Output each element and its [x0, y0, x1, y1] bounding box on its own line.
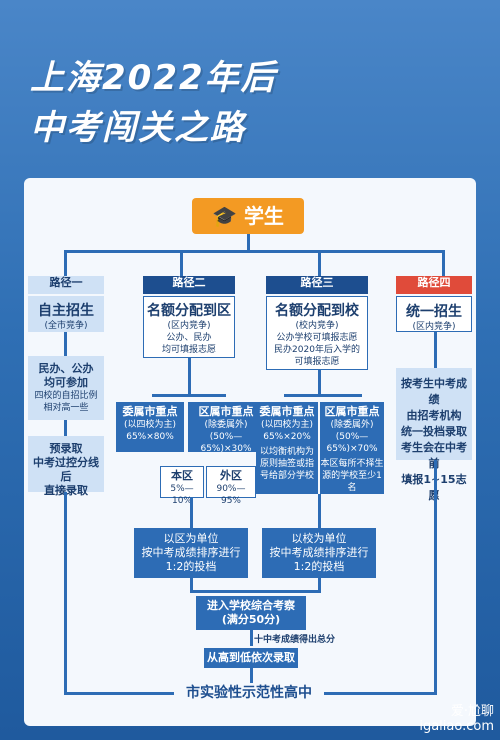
ranked-admission: 从高到低依次录取 [204, 648, 298, 668]
connector [64, 332, 67, 356]
path2-note: 公办、民办 均可填报志愿 [161, 333, 216, 355]
connector [434, 332, 437, 368]
path3-block: 名额分配到校 (校内竞争) 公办学校可填报志愿 民办2020年后入学的 可填报志… [266, 296, 368, 370]
connector [250, 630, 253, 646]
connector [188, 358, 191, 396]
path3-municipal-key: 委属市重点 (以四校为主) 65%×20% 以均衡机构为原则抽签或指号给部分学校 [256, 402, 318, 494]
path3-district-key-sub: (除委属外) [330, 420, 374, 430]
path3-header: 路径三 [266, 276, 368, 294]
path4-block: 统一招生 (区内竞争) [396, 296, 472, 332]
page-title-line2: 中考闯关之路 [30, 108, 246, 148]
path3-name: 名额分配到校 [275, 303, 359, 319]
connector [284, 394, 362, 397]
connector [442, 250, 445, 276]
path2-scope: (区内竞争) [167, 321, 211, 331]
path1-preadmission: 预录取 中考过控分线后 直接录取 [28, 436, 104, 497]
path1-eligibility-box: 民办、公办 均可参加 四校的自招比例 相对高一些 [28, 356, 104, 420]
path1-scope: (全市竞争) [44, 321, 88, 331]
path1-name: 自主招生 [38, 303, 94, 319]
path1-header: 路径一 [28, 276, 104, 294]
connector [64, 250, 67, 276]
path3-district-key-note: 本区每所不择生源的学校至少1名 [320, 459, 384, 493]
path2-other-district: 外区 90%—95% [206, 466, 256, 506]
connector [190, 498, 193, 528]
path4-scope: (区内竞争) [412, 322, 456, 332]
connector [247, 234, 250, 252]
path3-municipal-key-ratio: 65%×20% [263, 432, 311, 442]
connector [434, 460, 437, 694]
path2-district-key-title: 区属市重点 [198, 405, 254, 418]
connector [64, 492, 67, 694]
connector [250, 668, 253, 686]
path3-municipal-key-sub: (以四校为主) [260, 420, 314, 430]
connector [318, 370, 321, 396]
path2-home-district: 本区 5%—10% [160, 466, 204, 506]
path2-other-district-ratio: 90%—95% [216, 484, 246, 506]
path3-district-key-title: 区属市重点 [324, 405, 380, 418]
path2-allocation: 以区为单位 按中考成绩排序进行 1:2的投档 [134, 528, 248, 578]
path3-municipal-key-title: 委属市重点 [259, 405, 315, 418]
path4-name: 统一招生 [406, 304, 462, 320]
path4-header: 路径四 [396, 276, 472, 294]
path2-header: 路径二 [143, 276, 235, 294]
comprehensive-assessment: 进入学校综合考察 (满分50分) [196, 596, 306, 630]
connector [180, 250, 183, 276]
page-title-line1: 上海2022年后 [30, 58, 277, 98]
path4-unified-admission: 按考生中考成绩 由招考机构 统一投档录取 考生会在中考前 填报1~15志愿 [396, 368, 472, 502]
path1-block: 自主招生 (全市竞争) [28, 296, 104, 332]
exam-note: 十中考成绩得出总分 [254, 635, 336, 645]
path3-allocation: 以校为单位 按中考成绩排序进行 1:2的投档 [262, 528, 376, 578]
path3-municipal-key-note: 以均衡机构为原则抽签或指号给部分学校 [259, 447, 314, 481]
connector [318, 494, 321, 528]
connector [64, 420, 67, 436]
path2-municipal-key-ratio: 65%×80% [126, 432, 174, 442]
path2-name: 名额分配到区 [147, 303, 231, 319]
path3-district-key: 区属市重点 (除委属外) (50%—65%)×70% 本区每所不择生源的学校至少… [320, 402, 384, 494]
path2-block: 名额分配到区 (区内竞争) 公办、民办 均可填报志愿 [143, 296, 235, 358]
path2-district-key-ratio: (50%—65%)×30% [200, 432, 252, 454]
graduation-cap-icon: 🎓 [212, 204, 237, 228]
connector [318, 250, 321, 276]
path2-municipal-key-sub: (以四校为主) [123, 420, 177, 430]
connector [318, 578, 321, 592]
student-label: 学生 [243, 204, 284, 228]
path2-home-district-title: 本区 [171, 469, 193, 482]
path1-eligibility-note: 四校的自招比例 相对高一些 [34, 391, 98, 413]
connector [190, 578, 193, 592]
connector [152, 394, 226, 397]
path2-home-district-ratio: 5%—10% [170, 484, 194, 506]
path1-eligibility: 民办、公办 均可参加 [38, 362, 94, 389]
path2-municipal-key: 委属市重点 (以四校为主) 65%×80% [116, 402, 184, 452]
connector [64, 250, 444, 253]
path2-other-district-title: 外区 [220, 469, 242, 482]
path3-district-key-ratio: (50%—65%)×70% [326, 432, 378, 454]
watermark: 爱·尬聊 igaliao.com [419, 704, 494, 734]
path3-scope: (校内竞争) [295, 321, 339, 331]
path2-district-key-sub: (除委属外) [204, 420, 248, 430]
path2-municipal-key-title: 委属市重点 [122, 405, 178, 418]
final-destination: 市实验性示范性高中 [174, 683, 324, 703]
path3-note: 公办学校可填报志愿 民办2020年后入学的 可填报志愿 [274, 333, 360, 367]
path2-district-key: 区属市重点 (除委属外) (50%—65%)×30% [188, 402, 264, 454]
connector [190, 590, 321, 593]
student-node: 🎓 学生 [192, 198, 304, 234]
